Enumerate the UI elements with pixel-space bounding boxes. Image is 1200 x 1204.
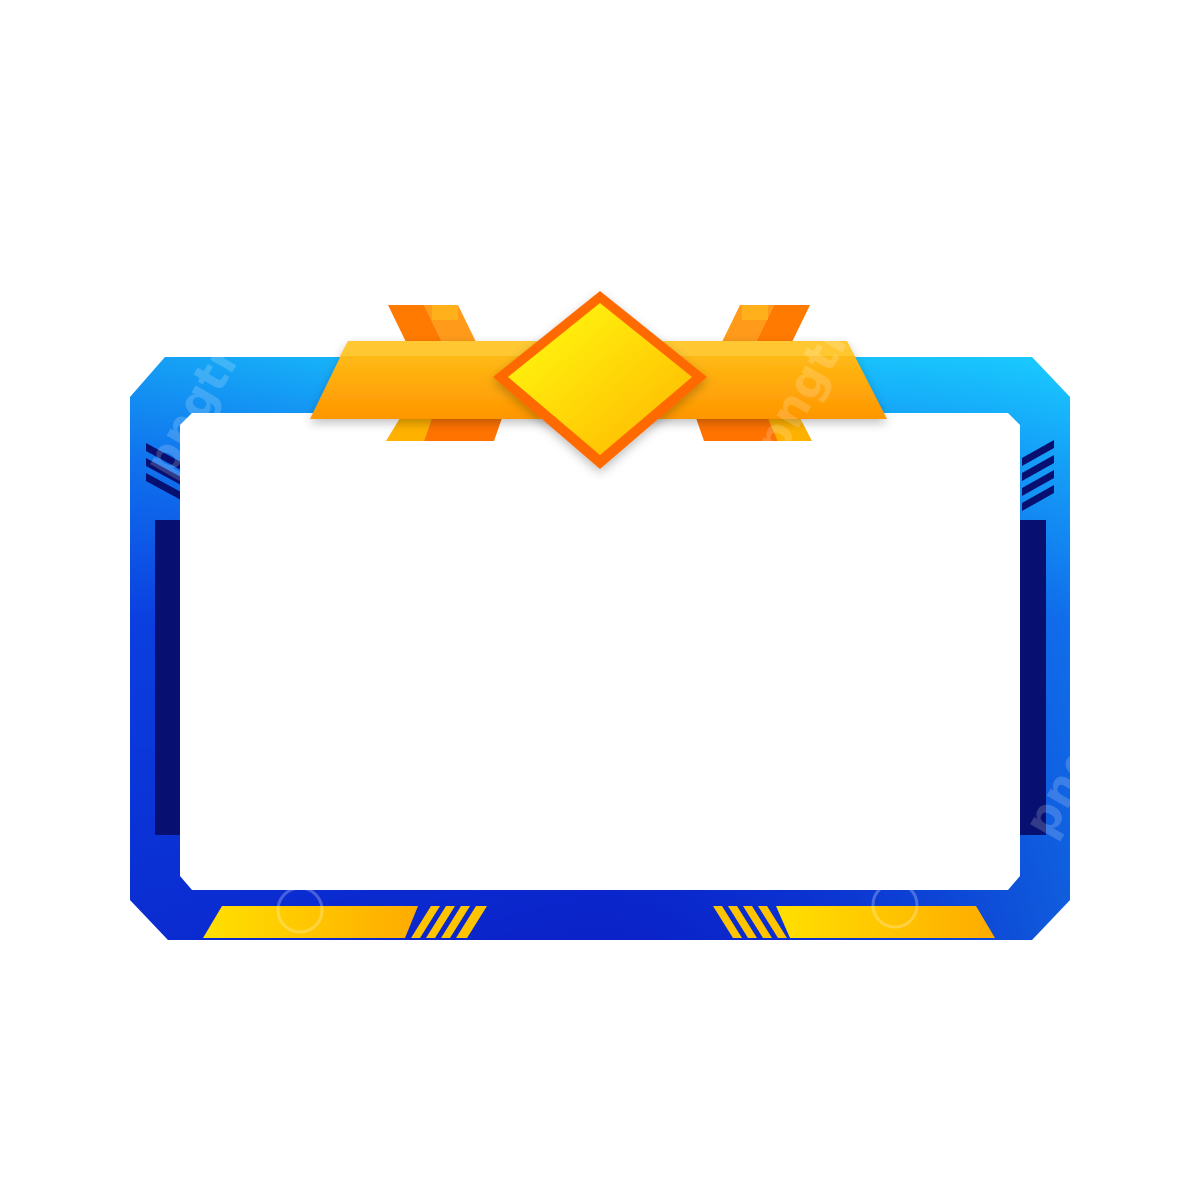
ribbon-right-wing xyxy=(722,305,810,342)
bottom-left-gold-bar xyxy=(203,906,418,938)
frame-screen-area xyxy=(180,413,1020,890)
frame-right-stripes xyxy=(1022,440,1054,511)
ribbon-right-tail xyxy=(696,418,812,441)
bottom-right-gold-slashes xyxy=(713,906,787,938)
bottom-left-gold-slashes xyxy=(411,906,487,938)
ribbon-left-tail xyxy=(386,418,502,441)
frame-left-stripes xyxy=(146,443,181,500)
ribbon-left-wing xyxy=(388,305,476,342)
center-diamond-face xyxy=(508,303,692,455)
watermark-logo-icon xyxy=(871,881,919,929)
watermark-logo-icon xyxy=(276,886,324,934)
frame-left-inner-bar xyxy=(155,520,181,835)
watermark-icons xyxy=(276,881,919,934)
frame-right-inner-bar xyxy=(1020,520,1046,835)
bottom-right-gold-bar xyxy=(776,906,995,938)
